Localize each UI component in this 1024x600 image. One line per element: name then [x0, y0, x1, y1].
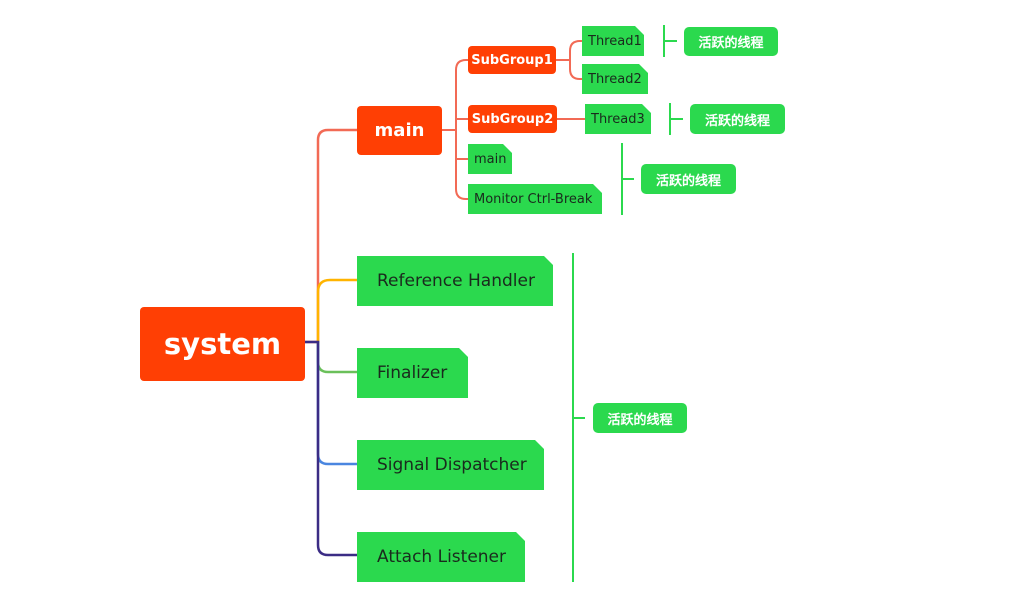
node-reference-handler[interactable]: Reference Handler [357, 256, 553, 306]
node-thread3[interactable]: Thread3 [585, 104, 651, 134]
connector-main-monitor [455, 129, 469, 200]
connector-main-subgroup2 [455, 118, 469, 131]
node-thread-main-label: main [474, 151, 507, 167]
summary-badge-label: 活跃的线程 [704, 113, 770, 129]
node-thread-main[interactable]: main [468, 144, 512, 174]
connector-system-signal-dispatcher [316, 340, 359, 466]
node-subgroup1-label: SubGroup1 [471, 52, 553, 68]
summary-badge-label: 活跃的线程 [607, 412, 673, 428]
node-thread1[interactable]: Thread1 [582, 26, 644, 56]
node-main-label: main [374, 120, 425, 141]
connector-system-main [303, 128, 359, 344]
node-subgroup2[interactable]: SubGroup2 [468, 105, 557, 133]
node-monitor-ctrl-break[interactable]: Monitor Ctrl-Break [468, 184, 602, 214]
summary-badge-label: 活跃的线程 [698, 36, 764, 51]
summary-badge-label: 活跃的线程 [655, 173, 721, 189]
node-attach-listener[interactable]: Attach Listener [357, 532, 525, 582]
node-subgroup2-label: SubGroup2 [471, 111, 554, 127]
root-node-label: system [163, 327, 282, 361]
bracket-system-threads [572, 253, 585, 582]
node-thread2[interactable]: Thread2 [582, 64, 648, 94]
connector-main-thread-main [455, 129, 469, 160]
summary-badge-system-threads[interactable]: 活跃的线程 [593, 403, 687, 433]
node-attach-listener-label: Attach Listener [377, 547, 507, 567]
node-finalizer[interactable]: Finalizer [357, 348, 468, 398]
connector-system-finalizer [316, 340, 359, 374]
bracket-main-threads [621, 143, 634, 215]
connector-main-subgroup1 [441, 59, 469, 131]
connector-system-attach-listener [303, 340, 359, 557]
node-main[interactable]: main [357, 106, 442, 155]
bracket-thread3 [669, 103, 683, 135]
summary-badge-thread3[interactable]: 活跃的线程 [690, 104, 785, 134]
node-signal-dispatcher[interactable]: Signal Dispatcher [357, 440, 544, 490]
node-reference-handler-label: Reference Handler [377, 271, 535, 291]
node-subgroup1[interactable]: SubGroup1 [468, 46, 556, 74]
connector-system-reference-handler [316, 278, 359, 344]
node-thread1-label: Thread1 [588, 33, 642, 49]
bracket-thread1 [663, 25, 677, 57]
summary-badge-thread1[interactable]: 活跃的线程 [684, 27, 778, 56]
node-thread2-label: Thread2 [588, 71, 642, 87]
summary-badge-main-threads[interactable]: 活跃的线程 [641, 164, 736, 194]
node-thread3-label: Thread3 [591, 111, 645, 127]
root-node-system[interactable]: system [140, 307, 305, 381]
node-finalizer-label: Finalizer [377, 363, 448, 383]
connector-subgroup1-thread2 [569, 59, 583, 80]
node-signal-dispatcher-label: Signal Dispatcher [377, 455, 527, 475]
node-monitor-ctrl-break-label: Monitor Ctrl-Break [474, 191, 593, 207]
connector-subgroup1-thread1 [555, 40, 583, 61]
